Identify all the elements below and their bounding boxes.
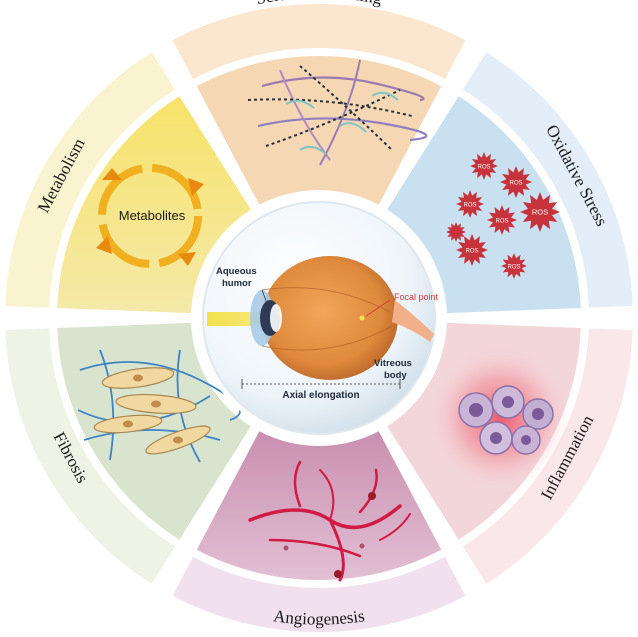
vitreous-body-label: Vitreous xyxy=(374,358,412,369)
metabolites-cycle: Metabolites xyxy=(96,164,204,268)
ros-label: ROS xyxy=(463,203,476,209)
ros-label: ROS xyxy=(465,249,478,255)
ros-star-icon xyxy=(487,205,517,235)
ros-star-icon xyxy=(456,234,488,266)
ros-label: ROS xyxy=(477,165,490,171)
inflammation-illustration xyxy=(428,346,572,490)
ros-star-icon xyxy=(446,222,466,242)
ros-label: ROS xyxy=(495,219,508,225)
ros-star-icon xyxy=(500,166,532,198)
fibroblast-illustration xyxy=(77,349,241,463)
immune-cell-icon xyxy=(458,385,554,455)
axial-elongation-label: Axial elongation xyxy=(282,390,359,401)
ros-star-icon xyxy=(520,192,560,232)
ros-star-icon xyxy=(501,253,527,279)
outer-sector-metabolism xyxy=(5,52,176,308)
ros-label: ROS xyxy=(532,208,548,217)
inner-wedge-metabolism xyxy=(57,96,251,314)
cycle-arrow-icon xyxy=(96,168,204,266)
ros-star-icon xyxy=(456,190,484,218)
ros-cluster: ROS ROS ROS ROS ROS ROS ROS xyxy=(446,152,560,279)
outer-ring xyxy=(5,3,633,632)
collagen-fibers-illustration xyxy=(247,59,428,166)
label-angiogenesis: Angiogenesis xyxy=(272,606,365,628)
ros-label: ROS xyxy=(507,265,520,271)
inner-wedge-fibrosis xyxy=(57,322,251,540)
focal-point-label: Focal point xyxy=(394,292,439,302)
outer-sector-fibrosis xyxy=(5,328,176,584)
eyeball-icon xyxy=(250,256,434,380)
outer-sector-oxidative xyxy=(462,52,633,308)
focal-point-dot xyxy=(359,315,365,321)
ros-star-icon xyxy=(470,152,498,180)
aqueous-humor-label-line2: humor xyxy=(222,278,252,289)
outer-sector-inflammation xyxy=(462,328,633,584)
ros-label: ROS xyxy=(509,181,522,187)
vitreous-body-label-line2: body xyxy=(384,370,407,381)
aqueous-humor-label: Aqueous xyxy=(216,266,257,277)
blood-vessels-illustration xyxy=(248,460,411,582)
inner-wedge-angiogenesis xyxy=(196,431,442,580)
outer-sector-angiogenesis xyxy=(172,556,466,632)
central-eye-diagram: Focal point Aqueous humor Vitreous body … xyxy=(197,196,441,440)
outer-sector-sclera xyxy=(172,3,466,80)
inner-wedge-oxidative xyxy=(387,96,581,314)
metabolites-label: Metabolites xyxy=(119,208,186,223)
